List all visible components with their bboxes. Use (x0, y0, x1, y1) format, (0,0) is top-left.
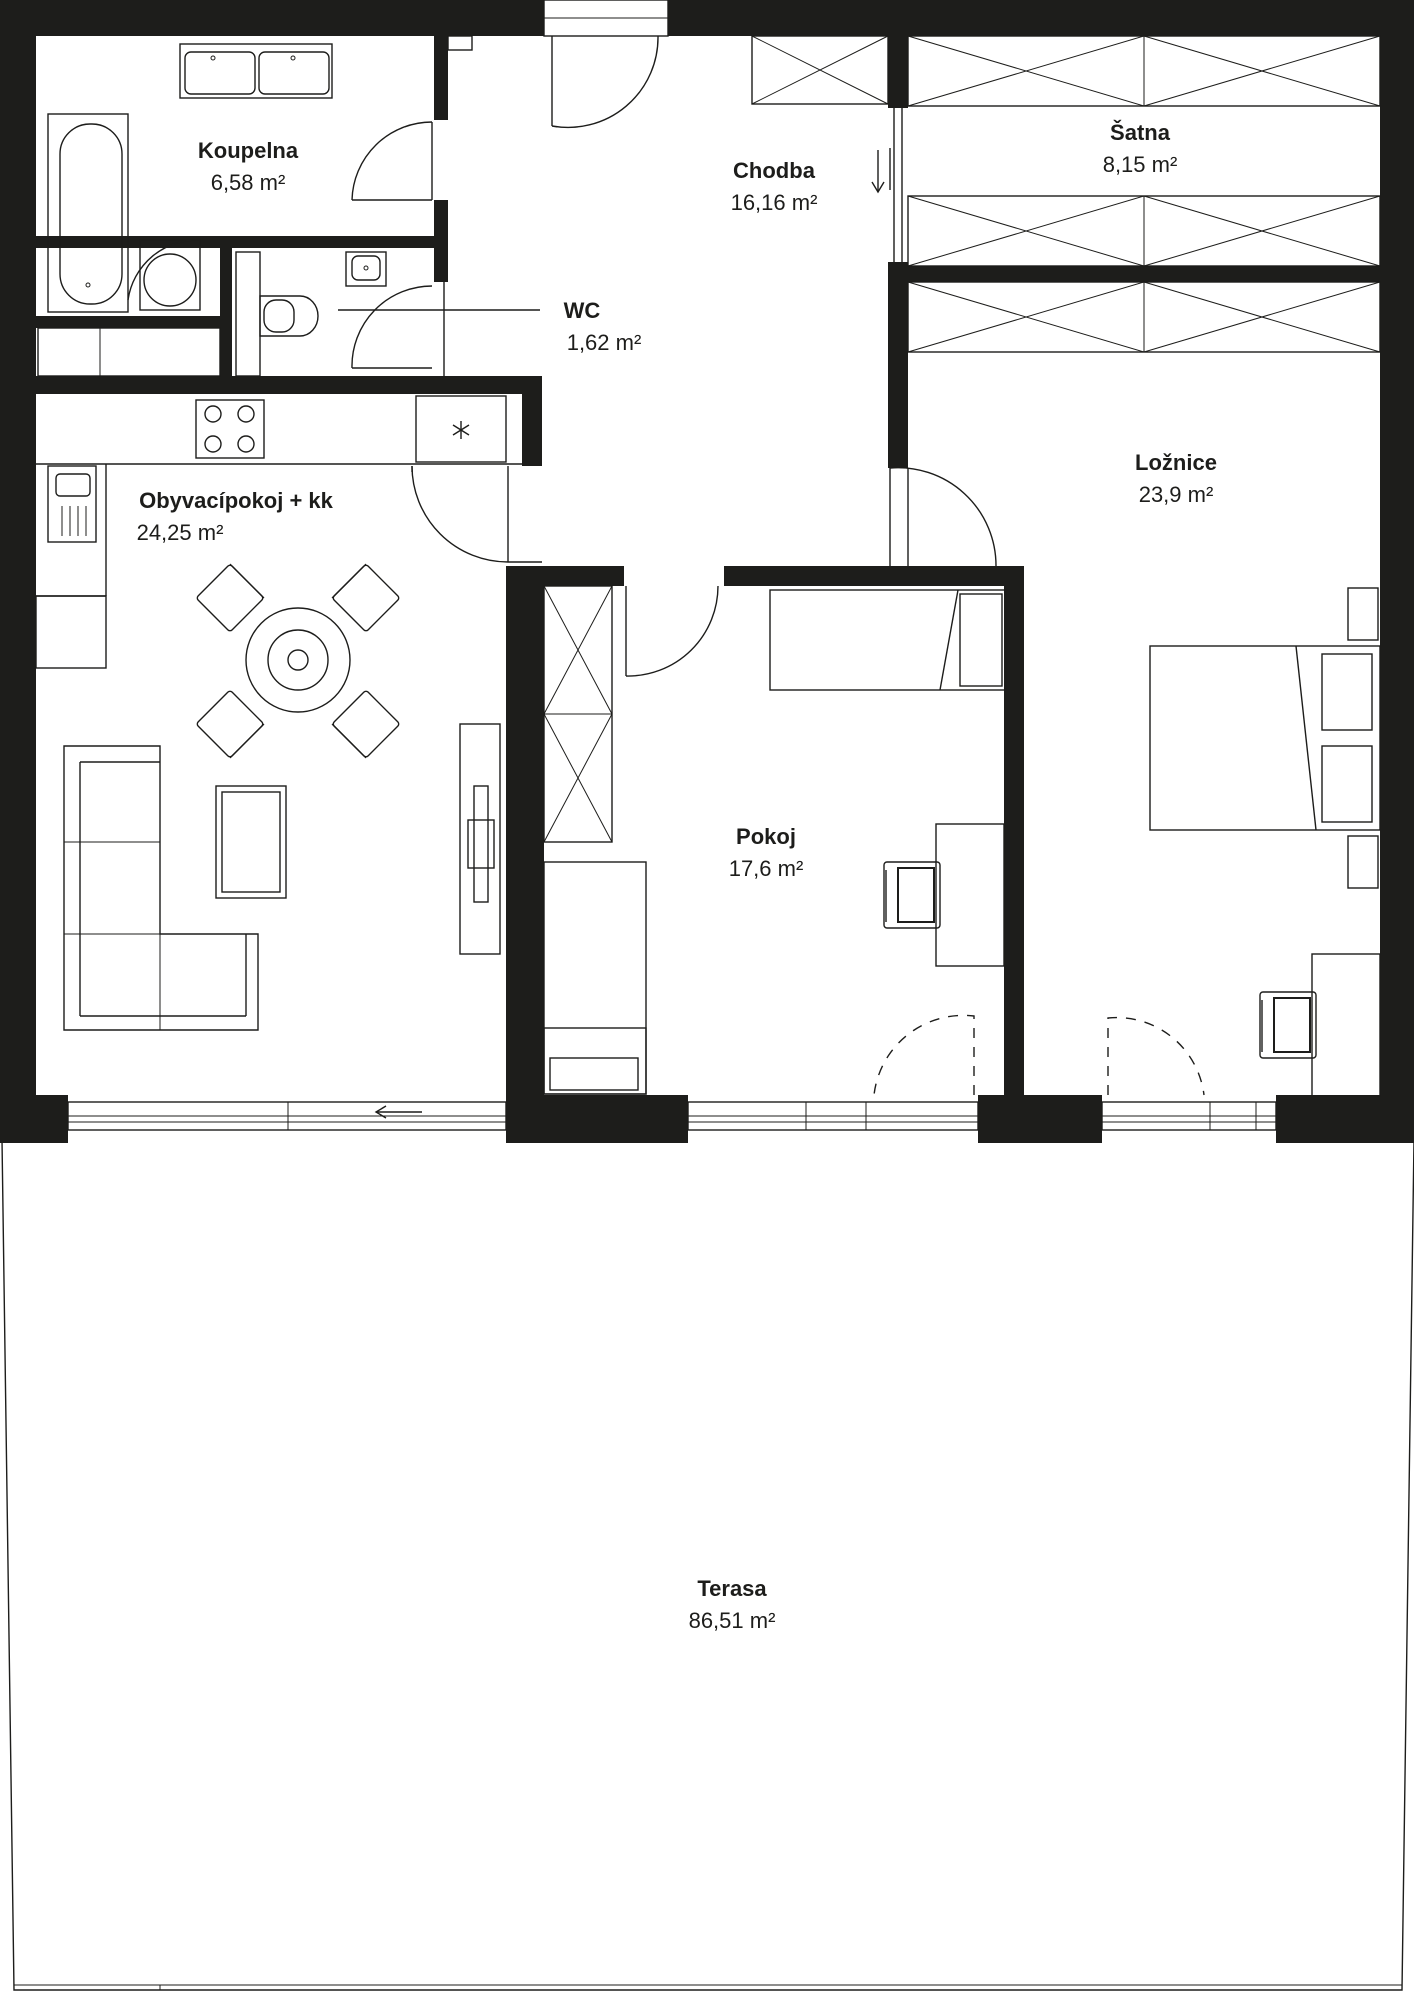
bedroom-fixtures (1107, 587, 1381, 1097)
satna-area: 8,15 m² (1103, 152, 1178, 177)
terrace-outline (1, 1139, 1414, 1991)
kitchen-fixtures (35, 395, 542, 669)
koupelna-name: Koupelna (198, 138, 299, 163)
room-labels: Koupelna 6,58 m² Chodba 16,16 m² Šatna 8… (137, 120, 1217, 1633)
sofa-set (63, 723, 501, 1031)
wc-area: 1,62 m² (567, 330, 642, 355)
asterisk-icon (452, 421, 470, 439)
satna-name: Šatna (1110, 120, 1171, 145)
pokoj-area: 17,6 m² (729, 856, 804, 881)
koupelna-area: 6,58 m² (211, 170, 286, 195)
wc-fixtures (235, 251, 540, 377)
windows (67, 1101, 1277, 1131)
hall-fixtures (751, 35, 997, 567)
loznice-area: 23,9 m² (1139, 482, 1214, 507)
room-fixtures (543, 585, 1007, 1096)
terasa-area: 86,51 m² (689, 1608, 776, 1633)
pokoj-name: Pokoj (736, 824, 796, 849)
obyvaci-name: Obyvacípokoj + kk (139, 488, 334, 513)
arrow-left-icon (374, 1105, 422, 1119)
wardrobe-cabinets (907, 35, 1381, 353)
walls (0, 0, 1414, 1143)
terasa-name: Terasa (697, 1576, 767, 1601)
dining-set (196, 563, 400, 759)
obyvaci-area: 24,25 m² (137, 520, 224, 545)
entrance-door (543, 0, 669, 129)
chodba-area: 16,16 m² (731, 190, 818, 215)
wc-name: WC (564, 298, 601, 323)
bathroom-fixtures (37, 35, 473, 377)
loznice-name: Ložnice (1135, 450, 1217, 475)
chodba-name: Chodba (733, 158, 816, 183)
